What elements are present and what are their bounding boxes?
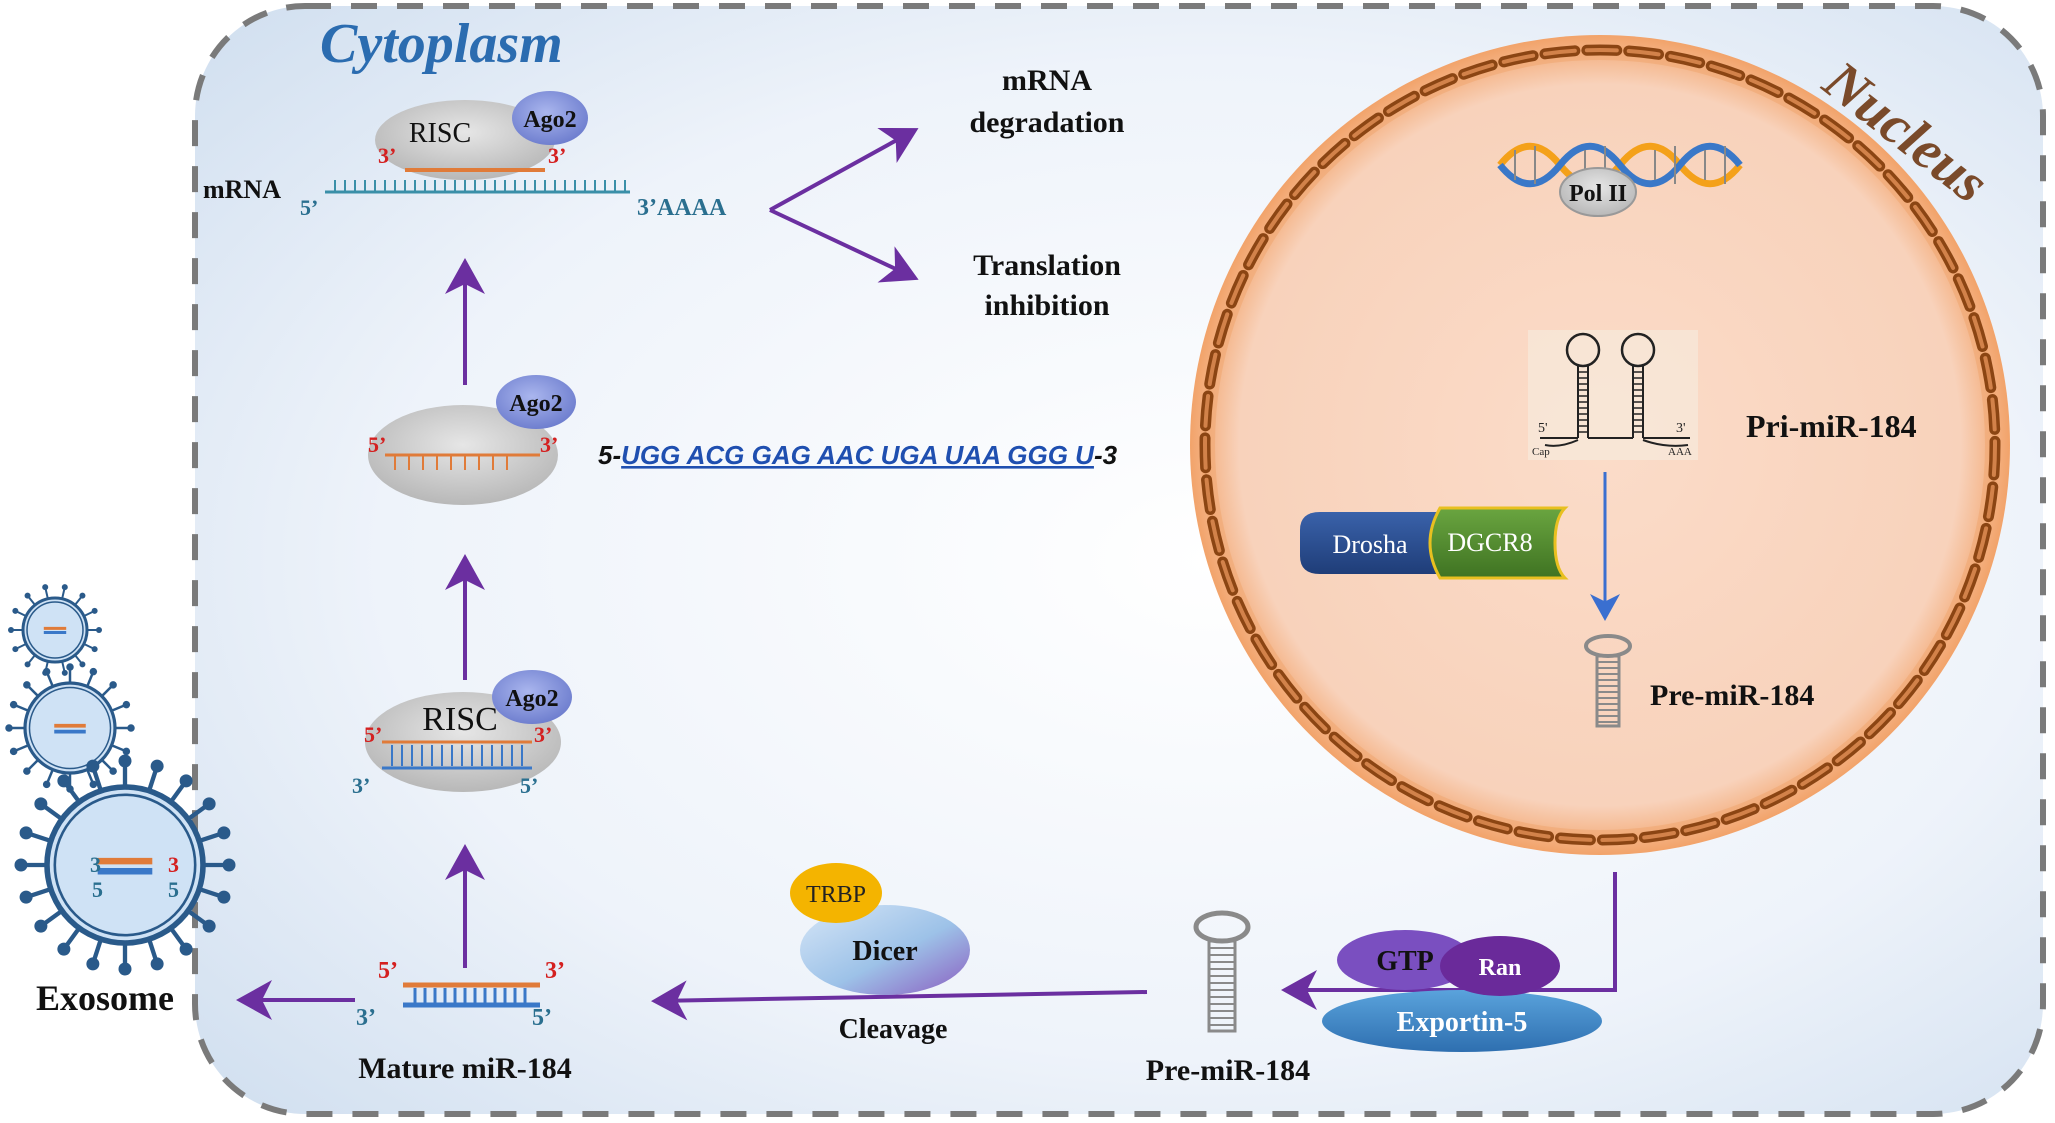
cytoplasm-title: Cytoplasm — [320, 13, 563, 75]
ago2-lower-label: Ago2 — [505, 686, 558, 712]
pre-mir-hairpin-cytoplasm — [1193, 910, 1251, 1033]
ago2-guide-complex: 5’ 3’ Ago2 — [368, 375, 576, 505]
exo-large-3: 3 — [90, 852, 101, 877]
mrna-label: mRNA — [203, 175, 281, 204]
ago2-middle-label: Ago2 — [509, 391, 562, 417]
pri-5prime: 5' — [1538, 421, 1548, 436]
translation-line1: Translation — [973, 249, 1121, 282]
mature-mir-duplex: 5’ 3’ 3’ 5’ — [356, 958, 565, 1031]
mature-5prime-top: 5’ — [378, 958, 398, 984]
exosome-medium — [5, 663, 135, 793]
dicer-cleavage-arrow — [651, 980, 1148, 1021]
risc-lower-3prime: 3’ — [534, 722, 552, 747]
exosome-large — [14, 754, 236, 976]
mature-3prime-top: 3’ — [545, 958, 565, 984]
pre-mir-184-cytoplasm-label: Pre-miR-184 — [1146, 1054, 1310, 1087]
pri-mir-184-label: Pri-miR-184 — [1746, 408, 1917, 444]
mature-mir-184-label: Mature miR-184 — [358, 1052, 572, 1085]
seq-suffix: -3 — [1094, 440, 1118, 470]
risc-top-label: RISC — [409, 118, 471, 149]
outcome-arrow-up — [769, 127, 919, 212]
pri-3prime: 3' — [1676, 421, 1686, 436]
exportin-label: Exportin-5 — [1397, 1007, 1528, 1038]
risc-loaded-complex: RISC 5’ 3’ 3’ 5’ Ago2 — [352, 670, 572, 798]
pol2-shape — [1559, 167, 1637, 217]
exosome-small — [8, 584, 102, 676]
ago2-top-label: Ago2 — [523, 107, 576, 133]
pri-cap: Cap — [1532, 446, 1550, 458]
trbp-label: TRBP — [806, 882, 866, 908]
pre-mir-184-nucleus-label: Pre-miR-184 — [1650, 679, 1814, 712]
gtp-shape — [1337, 930, 1473, 990]
mature-3prime-bottom: 3’ — [356, 1005, 376, 1031]
dna-helix-strand-b — [1497, 142, 1743, 188]
dicer-complex: Dicer TRBP — [790, 863, 970, 995]
seq-body: UGG ACG GAG AAC UGA UAA GGG U — [621, 440, 1095, 470]
cleavage-label: Cleavage — [839, 1014, 948, 1045]
pol2-label: Pol II — [1569, 181, 1627, 207]
exosome-label: Exosome — [36, 978, 174, 1018]
mir-sequence: 5-UGG ACG GAG AAC UGA UAA GGG U-3 — [598, 440, 1118, 470]
pri-mir-184-structure: 5' Cap 3' AAA — [1528, 330, 1698, 460]
mrna-degradation-line1: mRNA — [1002, 64, 1092, 97]
mrna-5prime: 5’ — [300, 195, 318, 220]
risc-top-3prime-right: 3’ — [548, 143, 566, 168]
translation-line2: inhibition — [984, 289, 1109, 322]
seq-prefix: 5- — [598, 440, 621, 470]
dicer-label: Dicer — [852, 936, 917, 967]
guide-5prime: 5’ — [368, 432, 386, 457]
gtp-label: GTP — [1376, 946, 1434, 977]
pre-mir-hairpin-nucleus — [1584, 634, 1632, 728]
mrna-3prime-aaaa: 3’AAAA — [637, 195, 727, 221]
exportin-complex: Exportin-5 GTP Ran — [1322, 930, 1602, 1052]
exportin-shape — [1322, 990, 1602, 1052]
drosha-shape — [1300, 512, 1440, 574]
drosha-dgcr8-complex: Drosha DGCR8 — [1300, 506, 1569, 580]
mature-5prime-bottom: 5’ — [532, 1005, 552, 1031]
drosha-label: Drosha — [1332, 530, 1408, 559]
risc-lower-3prime-b: 3’ — [352, 773, 370, 798]
outcome-arrow-down — [769, 208, 919, 283]
risc-mrna-complex: RISC Ago2 3’ 3’ mRNA 5’ 3’AAAA — [203, 91, 727, 221]
dicer-shape — [800, 905, 970, 995]
export-arrow — [1281, 872, 1617, 1010]
guide-3prime: 3’ — [540, 432, 558, 457]
mrna-degradation-line2: degradation — [969, 106, 1124, 139]
risc-top-3prime-left: 3’ — [378, 143, 396, 168]
dgcr8-label: DGCR8 — [1447, 528, 1532, 557]
dgcr8-shape — [1428, 506, 1569, 580]
exo-large-3b: 3 — [168, 852, 179, 877]
exo-large-5: 5 — [92, 877, 103, 902]
pri-aaa: AAA — [1668, 446, 1692, 458]
ran-label: Ran — [1479, 955, 1522, 981]
ran-shape — [1440, 936, 1560, 996]
risc-lower-label: RISC — [422, 701, 498, 738]
risc-lower-5prime-b: 5’ — [520, 773, 538, 798]
risc-lower-5prime: 5’ — [364, 722, 382, 747]
exo-large-5b: 5 — [168, 877, 179, 902]
pol2-complex: Pol II — [1497, 142, 1743, 217]
trbp-shape — [790, 863, 882, 923]
